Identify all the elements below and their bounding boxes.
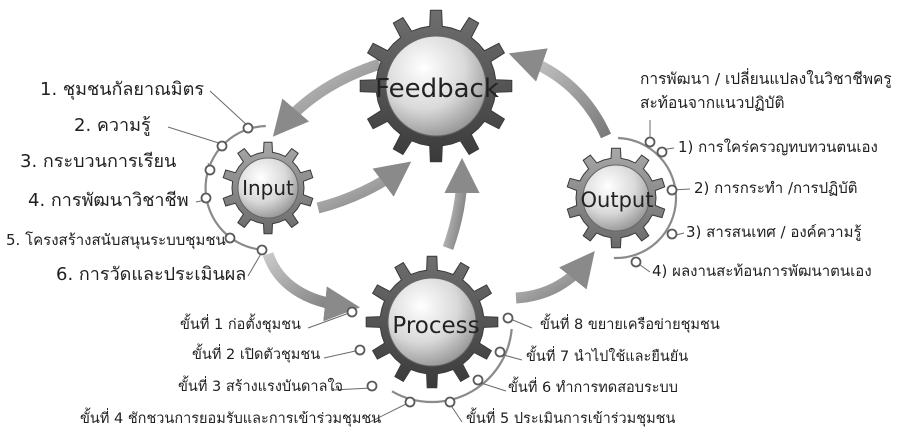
input-item: 6. การวัดและประเมินผล [56,264,247,285]
ring-node [224,232,236,244]
leader-line [247,251,263,277]
input-item: 2. ความรู้ [74,115,151,136]
ring-node [502,312,514,324]
ring-node [366,380,378,392]
output-item: 1) การใคร่ครวญทบทวนตนเอง [678,138,878,156]
leader-line [323,349,361,359]
process-step-right: ขั้นที่ 8 ขยายเครือข่ายชุมชน [540,317,720,333]
input-item: 4. การพัฒนาวิชาชีพ [28,190,189,211]
ring-node [444,396,456,408]
arrow-input-to-process [262,252,361,322]
leader-line [331,387,373,391]
process-gear-hub [387,277,477,367]
process-ring-left [391,390,473,404]
ring-node [354,344,366,356]
ring-node [494,346,506,358]
arrow-feedback-to-input [272,58,382,137]
ring-node [216,140,228,152]
output-item: 2) การกระทำ /การปฏิบัติ [694,179,858,197]
output-gear-hub [582,164,650,232]
output-gear-label: Output [580,188,654,212]
ring-node [404,396,416,408]
process-ring-right [471,328,513,393]
leader-line [209,90,249,127]
ring-node [630,256,642,268]
input-gear-hub [237,157,299,219]
arrow-output-to-feedback [508,48,612,139]
leader-line [369,401,411,423]
leader-line [477,381,507,392]
ring-node [200,192,212,204]
feedback-gear-hub [385,35,487,137]
leader-line [307,311,353,329]
arrow-input-to-feedback [316,161,412,214]
arrow-process-to-output [515,251,595,304]
input-item: 5. โครงสร้างสนับสนุนระบบชุมชน [6,231,226,249]
input-item: 3. กระบวนการเรียน [20,151,177,172]
process-step-left: ขั้นที่ 4 ชักชวนการยอมรับและการเข้าร่วมช… [80,411,382,427]
arrow-process-to-feedback [442,157,480,250]
process-step-right: ขั้นที่ 7 นำไปใช้และยืนยัน [526,349,689,365]
output-item: 3) สารสนเทศ / องค์ความรู้ [686,223,862,241]
process-step-left: ขั้นที่ 2 เปิดตัวชุมชน [192,347,321,363]
process-step-left: ขั้นที่ 3 สร้างแรงบันดาลใจ [178,379,344,395]
ring-node [656,146,668,158]
output-header-line: การพัฒนา / เปลี่ยนแปลงในวิชาชีพครู [640,70,892,88]
output-header-line: สะท้อนจากแนวปฏิบัติ [640,94,785,112]
output-ring [613,136,678,260]
ring-node [644,136,656,148]
ring-node [666,228,678,240]
process-gear-label: Process [392,313,480,339]
input-gear-label: Input [242,176,294,200]
process-step-left: ขั้นที่ 1 ก่อตั้งชุมชน [180,317,301,333]
ring-node [204,164,216,176]
leader-line [167,126,223,145]
input-item: 1. ชุมชนกัลยาณมิตร [40,79,205,100]
process-step-right: ขั้นที่ 5 ประเมินการเข้าร่วมชุมชน [466,411,676,427]
process-step-right: ขั้นที่ 6 ทำการทดสอบระบบ [508,380,678,396]
feedback-gear-label: Feedback [375,74,499,104]
ring-node [666,184,678,196]
ring-node [346,306,358,318]
ring-node [472,374,484,386]
ring-node [256,244,268,256]
ring-node [242,122,254,134]
output-item: 4) ผลงานสะท้อนการพัฒนาตนเอง [652,262,872,280]
